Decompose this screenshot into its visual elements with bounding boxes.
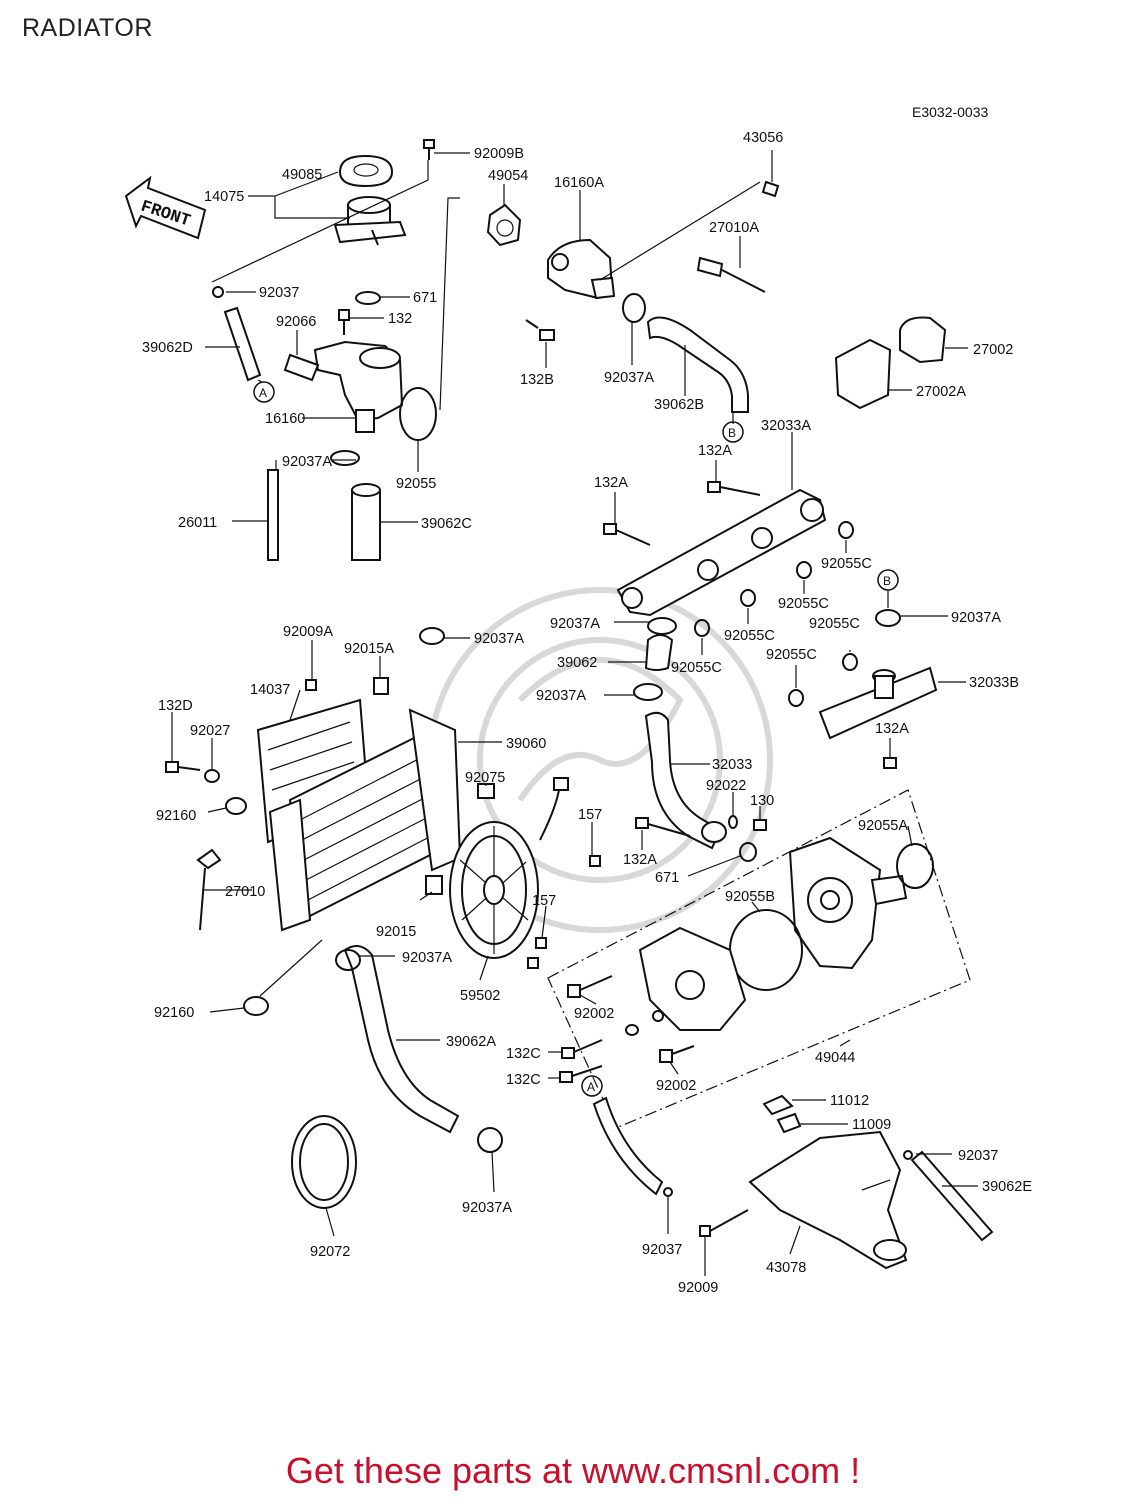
- part-label: 92022: [706, 778, 746, 794]
- part-label: 14075: [204, 189, 244, 205]
- part-label: 27010A: [709, 220, 759, 236]
- part-label: 16160: [265, 411, 305, 427]
- part-label: 132C: [506, 1046, 541, 1062]
- connector-a-top: A: [253, 381, 275, 403]
- svg-text:B: B: [728, 426, 736, 440]
- part-label: 157: [578, 807, 602, 823]
- part-label: 27002A: [916, 384, 966, 400]
- part-label: 92002: [656, 1078, 696, 1094]
- part-label: 92055C: [821, 556, 872, 572]
- part-label: 92055C: [724, 628, 775, 644]
- part-label: 92037A: [474, 631, 524, 647]
- part-label: 39062: [557, 655, 597, 671]
- connector-a-bottom: A: [581, 1075, 603, 1097]
- part-label: 32033A: [761, 418, 811, 434]
- part-label: 92072: [310, 1244, 350, 1260]
- svg-text:B: B: [883, 574, 891, 588]
- part-label: 132A: [594, 475, 628, 491]
- connector-markers: A B B A: [253, 381, 899, 1097]
- part-label: 43078: [766, 1260, 806, 1276]
- part-label: 49085: [282, 167, 322, 183]
- part-label: 27002: [973, 342, 1013, 358]
- part-label: 92066: [276, 314, 316, 330]
- part-label: 132A: [623, 852, 657, 868]
- part-label: 92160: [154, 1005, 194, 1021]
- part-label: 132A: [698, 443, 732, 459]
- part-label: 92037A: [282, 454, 332, 470]
- part-labels: 92009B 43056 49085 49054 16160A 14075 27…: [142, 130, 1032, 1296]
- part-label: 49044: [815, 1050, 855, 1066]
- part-label: 32033: [712, 757, 752, 773]
- part-label: 92009: [678, 1280, 718, 1296]
- part-label: 92015A: [344, 641, 394, 657]
- part-label: 92015: [376, 924, 416, 940]
- part-label: 132D: [158, 698, 193, 714]
- part-label: 92037A: [550, 616, 600, 632]
- leader-lines: [171, 150, 978, 1276]
- part-label: 92037A: [951, 610, 1001, 626]
- part-label: 92075: [465, 770, 505, 786]
- part-label: 92160: [156, 808, 196, 824]
- part-label: 92009B: [474, 146, 524, 162]
- part-label: 132A: [875, 721, 909, 737]
- part-label: 130: [750, 793, 774, 809]
- part-label: 671: [413, 290, 437, 306]
- part-label: 92037: [958, 1148, 998, 1164]
- part-label: 92037A: [462, 1200, 512, 1216]
- part-label: 92055A: [858, 818, 908, 834]
- footer-promo-text: Get these parts at www.cmsnl.com !: [285, 1450, 861, 1491]
- part-label: 92055C: [778, 596, 829, 612]
- part-label: 92009A: [283, 624, 333, 640]
- part-label: 132: [388, 311, 412, 327]
- part-label: 92037A: [604, 370, 654, 386]
- part-label: 32033B: [969, 675, 1019, 691]
- coolant-pipe-group: [603, 293, 947, 862]
- part-label: 92037: [642, 1242, 682, 1258]
- part-label: 132B: [520, 372, 554, 388]
- part-label: 43056: [743, 130, 783, 146]
- part-label: 26011: [178, 515, 217, 531]
- part-label: 92055C: [809, 616, 860, 632]
- connector-b-right: B: [877, 569, 899, 591]
- part-label: 16160A: [554, 175, 604, 191]
- part-label: 92027: [190, 723, 230, 739]
- page-title: RADIATOR: [22, 14, 153, 42]
- svg-text:A: A: [587, 1080, 595, 1094]
- part-label: 39062B: [654, 397, 704, 413]
- part-label: 39062E: [982, 1179, 1032, 1195]
- part-label: 11012: [830, 1093, 869, 1109]
- part-label: 11009: [852, 1117, 891, 1133]
- thermostat-housing-group: [212, 139, 780, 561]
- part-label: 92055: [396, 476, 436, 492]
- part-label: 39062A: [446, 1034, 496, 1050]
- part-label: 39062D: [142, 340, 193, 356]
- part-label: 132C: [506, 1072, 541, 1088]
- connector-b-top: B: [722, 421, 744, 443]
- part-label: 49054: [488, 168, 528, 184]
- part-label: 92055B: [725, 889, 775, 905]
- svg-text:A: A: [259, 386, 267, 400]
- part-label: 27010: [225, 884, 265, 900]
- part-label: 92037: [259, 285, 299, 301]
- front-arrow-icon: FRONT: [124, 175, 207, 240]
- part-label: 157: [532, 893, 556, 909]
- part-label: 92055C: [766, 647, 817, 663]
- part-label: 59502: [460, 988, 500, 1004]
- part-label: 671: [655, 870, 679, 886]
- part-label: 92037A: [402, 950, 452, 966]
- part-label: 39060: [506, 736, 546, 752]
- part-label: 92002: [574, 1006, 614, 1022]
- fan-assembly-group: [449, 777, 601, 969]
- part-label: 14037: [250, 682, 290, 698]
- part-label: 92055C: [671, 660, 722, 676]
- part-label: 39062C: [421, 516, 472, 532]
- water-pump-group: [291, 789, 994, 1270]
- part-label: 92037A: [536, 688, 586, 704]
- diagram-code: E3032-0033: [912, 104, 989, 120]
